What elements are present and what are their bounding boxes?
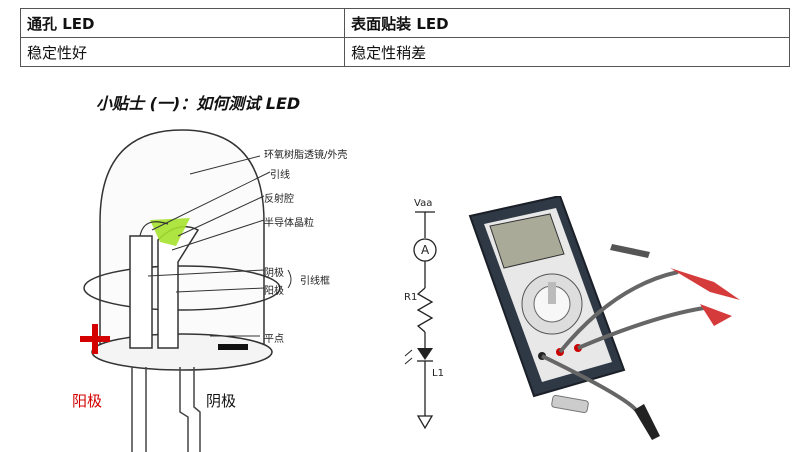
circuit-schematic [404,211,437,430]
label-flat: 平点 [264,334,284,345]
label-cup: 反射腔 [264,194,294,205]
table-header-row: 通孔 LED 表面贴装 LED [19,8,790,38]
ammeter-label: A [421,243,430,257]
label-chip: 半导体晶粒 [264,218,314,229]
cell-smd-stability: 稳定性稍差 [344,37,790,67]
led-diagram [80,129,292,452]
label-cathode: 阴极 [264,268,284,279]
chip-glow [150,218,190,246]
cell-through-hole-stability: 稳定性好 [19,37,346,67]
comparison-table: 通孔 LED 表面贴装 LED 稳定性好 稳定性稍差 [19,8,790,67]
label-wire: 引线 [270,170,290,181]
label-lens: 环氧树脂透镜/外壳 [264,150,348,161]
vaa-label: Vaa [414,198,433,209]
tip-title: 小贴士 (一)：如何测试 LED [96,94,301,113]
table-row: 稳定性好 稳定性稍差 [19,37,790,67]
r1-label: R1 [404,292,418,303]
l1-label: L1 [432,368,444,379]
multimeter-image [468,196,740,440]
label-anode: 阳极 [264,286,284,297]
header-smd: 表面贴装 LED [344,8,790,38]
header-through-hole: 通孔 LED [19,8,346,38]
label-lead-frame: 引线框 [300,276,330,287]
cathode-text: 阴极 [206,392,237,410]
anode-text: 阳极 [72,392,103,410]
